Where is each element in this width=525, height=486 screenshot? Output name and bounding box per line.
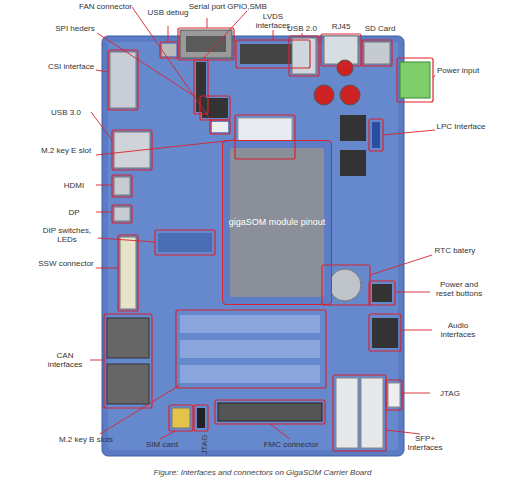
callout-label: Audio interfaces [432,321,484,339]
callout-label: LPC Interface [436,122,486,131]
callout-label: JTAG [200,425,209,465]
callout-label: HDMI [52,181,96,190]
callout-label: Power and reset buttons [430,280,488,298]
callout-label: Serial port [186,2,228,11]
callout-label: Power input [436,66,480,75]
callout-label: CSI interface [46,62,96,71]
module-label: gigaSOM module pinout [225,213,330,232]
callout-label: M.2 key B slots [56,435,116,444]
figure-caption: Figure: Interfaces and connectors on Gig… [0,468,525,477]
callout-label: SD Card [358,24,402,33]
callout-label: JTAG [430,389,470,398]
callout-label: DIP switches, LEDs [36,226,98,244]
callout-label: CAN interfaces [40,351,90,369]
callout-label: RTC batery [432,246,478,255]
callout-label: SPI heders [52,24,98,33]
callout-label: FMC connector [254,440,328,449]
callout-label: DP [52,208,96,217]
callout-label: USB debug [146,8,190,17]
module-box: gigaSOM module pinout [222,140,332,305]
callout-label: SFP+ Interfaces [400,434,450,452]
callout-label: FAN connector [60,2,132,11]
callout-label: USB 2.0 [282,24,322,33]
callout-label: SSW connector [36,259,96,268]
callout-label: GPIO,SMB [222,2,272,11]
callout-label: M.2 key E slot [36,146,96,155]
callout-label: SIM card [140,440,184,449]
callout-label: USB 3.0 [40,108,92,117]
callout-label: RJ45 [322,22,360,31]
